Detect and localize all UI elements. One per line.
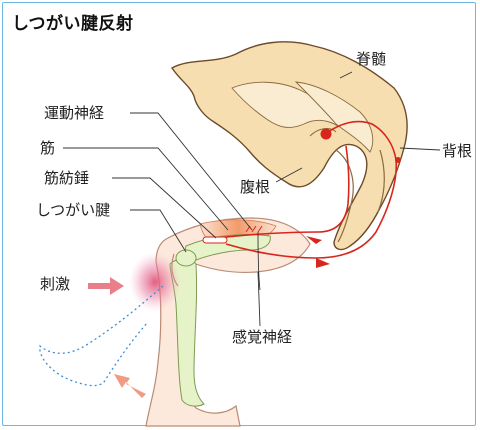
motor-neuron [321,129,332,140]
label-ventral-root: 腹根 [240,178,270,196]
spinal-cord [172,42,407,250]
leg [146,218,310,426]
label-patellar-tendon: しつがい腱 [36,201,110,219]
stimulus-arrow [88,277,124,295]
label-muscle: 筋 [40,139,55,157]
leg-swing-arrow [114,374,146,398]
label-muscle-spindle: 筋紡錘 [44,169,89,187]
label-sensory-nerve: 感覚神経 [232,328,292,346]
stimulus-glow [129,252,181,312]
label-spinal-cord: 脊髄 [356,50,386,68]
sensory-direction-arrow [316,258,330,268]
label-stimulus: 刺激 [40,275,70,293]
label-motor-nerve: 運動神経 [44,104,104,122]
patella [176,250,196,266]
label-dorsal-root: 背根 [442,142,472,160]
dorsal-root-ganglion [395,157,401,163]
